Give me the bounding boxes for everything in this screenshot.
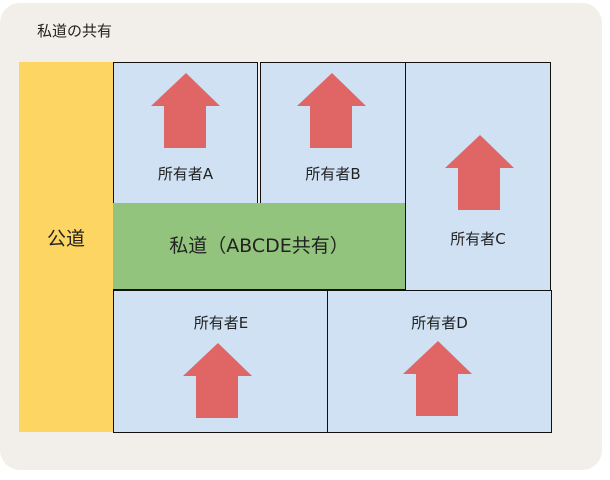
lot-owner-c-label: 所有者C xyxy=(450,230,506,248)
up-arrow-icon-c xyxy=(445,135,514,210)
lot-owner-e-label: 所有者E xyxy=(193,314,249,332)
private-road-label: 私道（ABCDE共有） xyxy=(169,235,349,257)
diagram-title: 私道の共有 xyxy=(37,22,113,40)
up-arrow-icon-b xyxy=(297,73,366,148)
public-road: 公道 xyxy=(19,62,113,432)
private-road: 私道（ABCDE共有） xyxy=(113,203,405,290)
up-arrow-icon-e xyxy=(183,343,252,418)
lot-owner-a-label: 所有者A xyxy=(157,165,214,183)
up-arrow-icon-d xyxy=(403,341,472,416)
up-arrow-icon-a xyxy=(151,73,220,148)
lot-owner-d-label: 所有者D xyxy=(411,314,468,332)
lot-owner-b-label: 所有者B xyxy=(305,165,361,183)
public-road-label: 公道 xyxy=(46,228,85,250)
